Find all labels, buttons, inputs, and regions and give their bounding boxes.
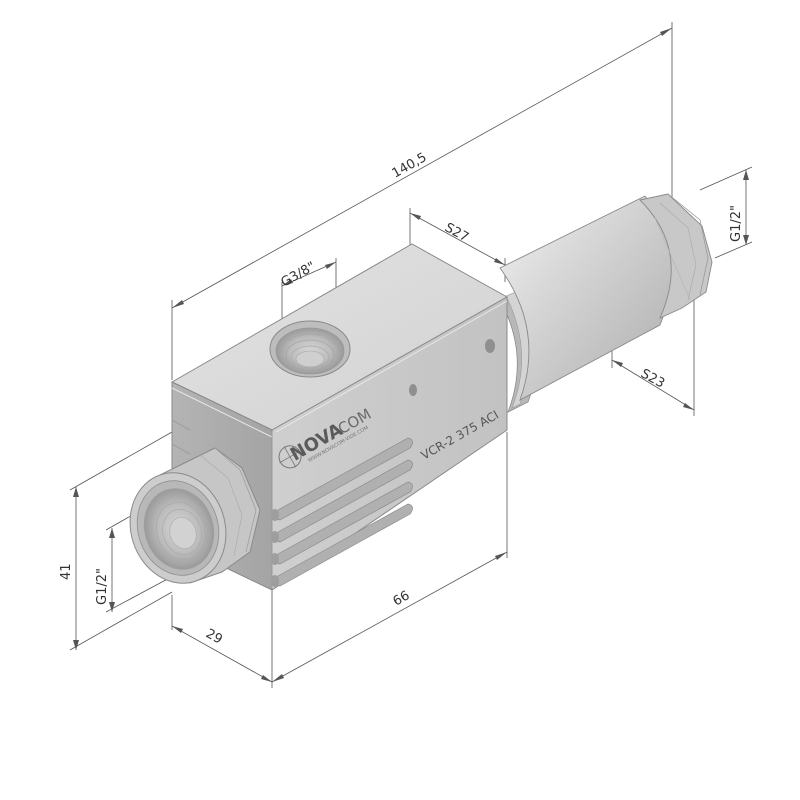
dim-side-port-right: G1/2" [729,205,744,242]
dim-top-port: G3/8" [279,259,319,290]
dimension-lines [69,22,753,688]
top-threaded-port [269,320,351,378]
dim-body-length: 66 [391,588,413,609]
dim-overall-length: 140,5 [390,150,430,181]
dim-wrench-outlet: S23 [638,366,667,391]
mounting-hole [485,339,495,353]
mounting-hole [409,384,417,396]
dim-depth: 29 [203,626,225,647]
cooling-grooves [271,437,413,587]
inlet-fitting [129,447,261,584]
dim-front-port: G1/2" [95,568,110,605]
dim-wrench-body: S27 [442,220,471,245]
dim-height: 41 [59,563,74,580]
outlet-cylinder [499,193,713,413]
